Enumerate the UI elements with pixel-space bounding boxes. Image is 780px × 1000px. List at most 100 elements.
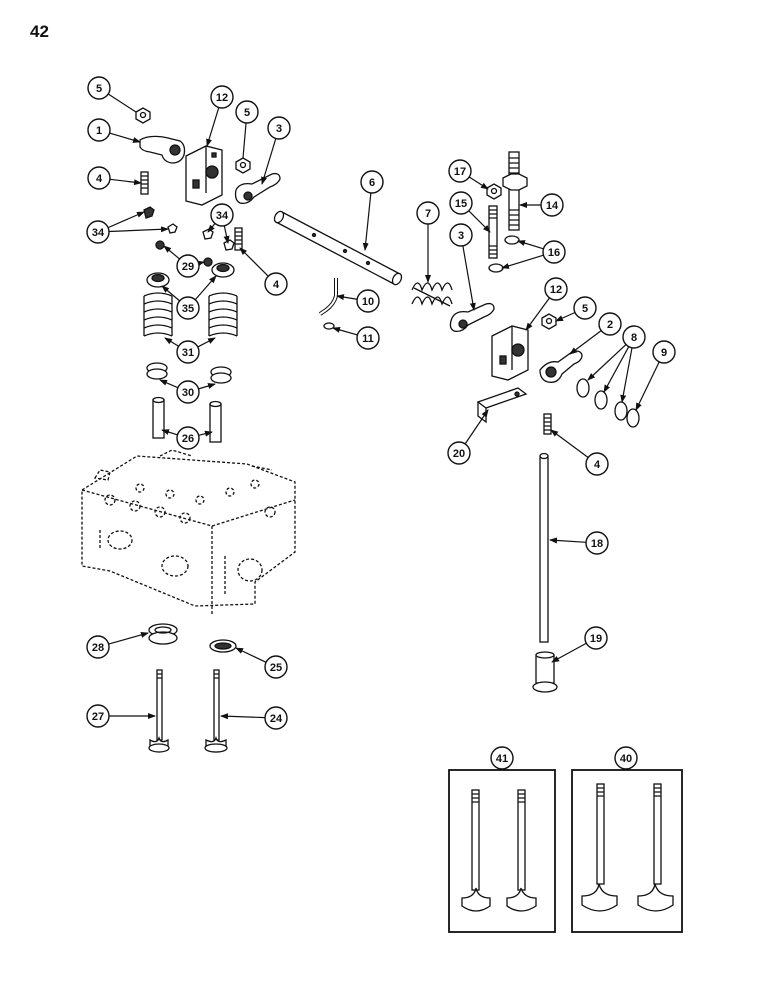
callout-8: 8 <box>587 325 646 403</box>
washer-part <box>488 263 504 273</box>
callout-3: 3 <box>261 116 291 185</box>
spring-retainer-part <box>146 272 170 288</box>
callout-circle <box>176 426 200 450</box>
oversize-valve-part <box>581 783 618 912</box>
callout-label: 26 <box>182 433 194 445</box>
callout-label: 41 <box>496 753 508 765</box>
callout-label: 31 <box>182 347 194 359</box>
leader-line <box>635 361 660 411</box>
leader-line <box>336 294 358 301</box>
spacer-part <box>626 408 640 428</box>
callout-label: 27 <box>92 711 104 723</box>
rocker-shaft-part <box>273 210 403 286</box>
callout-4: 4 <box>87 166 142 190</box>
callout-circle <box>614 746 638 770</box>
spacer-part <box>614 401 628 421</box>
callout-28: 28 <box>86 631 149 659</box>
callout-9: 9 <box>635 340 676 411</box>
callout-12: 12 <box>206 85 234 147</box>
oversize-valve-part <box>461 789 491 912</box>
callout-circle <box>622 325 646 349</box>
valve-seal-part <box>210 366 232 384</box>
callout-label: 20 <box>453 448 465 460</box>
callout-label: 24 <box>270 713 283 725</box>
callout-circle <box>176 254 200 278</box>
callout-label: 30 <box>182 387 194 399</box>
leader-line <box>164 337 179 347</box>
valve-keeper-part <box>223 239 235 251</box>
callout-circle <box>447 441 471 465</box>
callout-14: 14 <box>519 193 564 217</box>
washer-part <box>323 322 335 330</box>
leader-line <box>462 245 476 311</box>
leader-line <box>194 275 217 301</box>
leader-line <box>198 430 213 437</box>
callout-circle <box>598 312 622 336</box>
tappet-part <box>532 651 558 693</box>
rocker-bracket-part <box>491 325 529 381</box>
leader-line <box>362 192 372 251</box>
washer-part <box>504 235 520 245</box>
valve-seal-part <box>146 362 168 380</box>
callout-circle <box>449 191 473 215</box>
valve-spring-part <box>143 292 173 337</box>
leader-line <box>108 226 169 233</box>
callout-label: 34 <box>92 227 105 239</box>
callout-circle <box>267 116 291 140</box>
callout-label: 11 <box>362 333 374 345</box>
callout-label: 12 <box>550 284 562 296</box>
callout-circle <box>356 326 380 350</box>
callout-label: 10 <box>362 296 374 308</box>
nut-part <box>235 157 251 174</box>
callout-label: 4 <box>273 279 280 291</box>
callout-30: 30 <box>159 379 216 404</box>
callout-1: 1 <box>87 118 141 143</box>
callout-label: 14 <box>546 200 559 212</box>
push-rod-part <box>539 452 549 643</box>
leader-line <box>261 138 277 185</box>
callout-circle <box>87 76 111 100</box>
callout-circle <box>210 203 234 227</box>
nut-part <box>541 313 557 330</box>
leader-line <box>549 537 587 544</box>
callout-circle <box>652 340 676 364</box>
spring-retainer-part <box>211 262 235 278</box>
callout-label: 16 <box>548 247 560 259</box>
callout-34: 34 <box>86 211 169 244</box>
callout-circle <box>356 289 380 313</box>
intake-valve-part <box>204 669 228 753</box>
valve-seat-insert-part <box>209 639 237 653</box>
callout-circle <box>264 655 288 679</box>
callout-2: 2 <box>569 312 622 355</box>
leader-line <box>517 240 544 250</box>
rocker-bracket-part <box>185 145 223 206</box>
callout-34: 34 <box>207 203 234 244</box>
callout-label: 6 <box>369 177 375 189</box>
valve-spring-part <box>208 292 238 337</box>
callout-4: 4 <box>550 429 609 476</box>
callout-label: 19 <box>590 633 602 645</box>
oversize-valve-part <box>506 789 537 912</box>
callout-7: 7 <box>416 201 440 283</box>
callout-label: 5 <box>96 83 102 95</box>
callout-5: 5 <box>87 76 137 113</box>
callout-circle <box>585 452 609 476</box>
callout-circle <box>176 296 200 320</box>
callout-10: 10 <box>336 289 380 313</box>
rocker-arm-part <box>539 350 583 383</box>
valve-keeper-part <box>167 223 178 234</box>
callout-circle <box>86 635 110 659</box>
callout-circle <box>573 296 597 320</box>
leader-line <box>196 260 205 267</box>
callout-5: 5 <box>235 100 259 159</box>
callout-label: 17 <box>454 166 466 178</box>
spacer-part <box>594 390 608 410</box>
valve-guide-part <box>152 396 165 439</box>
leader-line <box>109 178 142 186</box>
callout-circle <box>87 118 111 142</box>
exhaust-valve-part <box>148 669 170 753</box>
callout-circle <box>210 85 234 109</box>
leader-line <box>332 327 358 336</box>
callout-31: 31 <box>164 337 216 364</box>
